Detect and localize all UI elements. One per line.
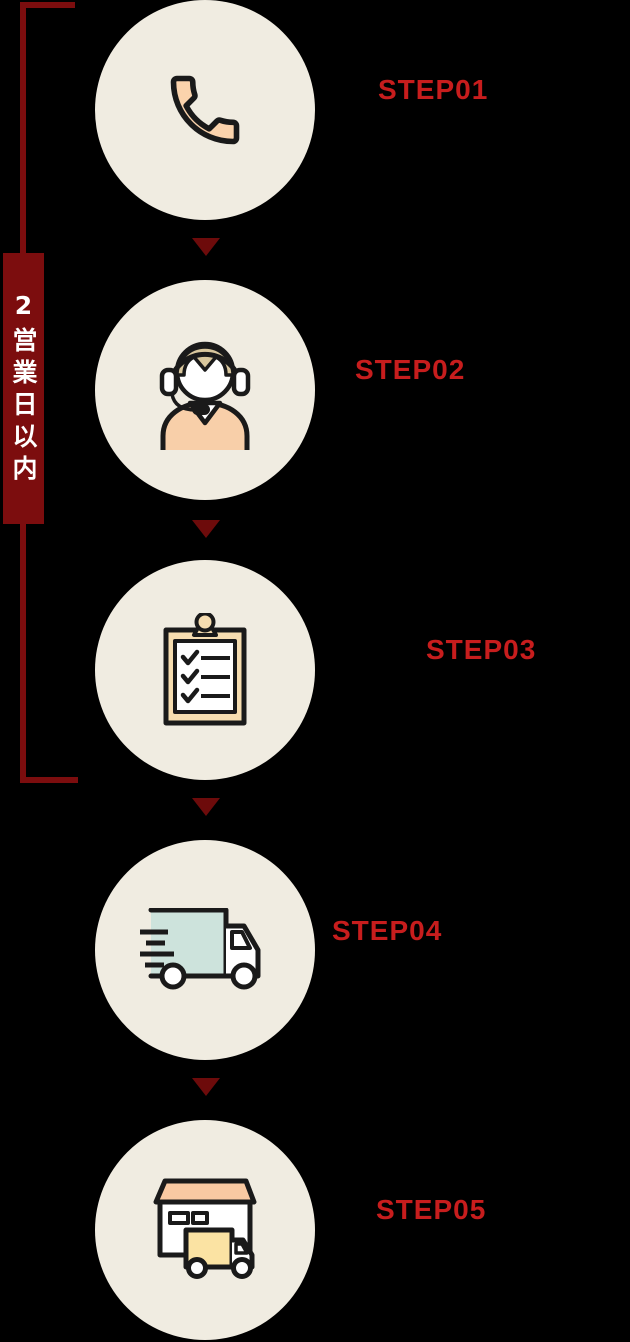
call-operator-icon <box>159 341 251 450</box>
step3-label: STEP03 <box>426 634 537 665</box>
down-arrow-icon <box>192 1078 220 1096</box>
phone-icon <box>170 75 240 145</box>
down-arrow-icon <box>192 798 220 816</box>
step1-label: STEP01 <box>378 74 489 105</box>
bracket-bottom-arm <box>20 777 78 783</box>
step3-icon-circle <box>95 560 315 780</box>
bracket-top-arm <box>20 2 75 8</box>
step2-label: STEP02 <box>355 354 466 385</box>
step4-label: STEP04 <box>332 915 443 946</box>
step2-icon-circle <box>95 280 315 500</box>
step5-icon-circle <box>95 1120 315 1340</box>
step5-label: STEP05 <box>376 1194 487 1225</box>
down-arrow-icon <box>192 520 220 538</box>
shipping-truck-icon <box>140 907 261 989</box>
duration-badge: 2営業日以内 <box>3 253 44 524</box>
home-delivery-icon <box>153 1178 256 1279</box>
order-checklist-icon <box>163 612 247 725</box>
down-arrow-icon <box>192 238 220 256</box>
step4-icon-circle <box>95 840 315 1060</box>
duration-label: 2営業日以内 <box>9 290 38 487</box>
step1-icon-circle <box>95 0 315 220</box>
